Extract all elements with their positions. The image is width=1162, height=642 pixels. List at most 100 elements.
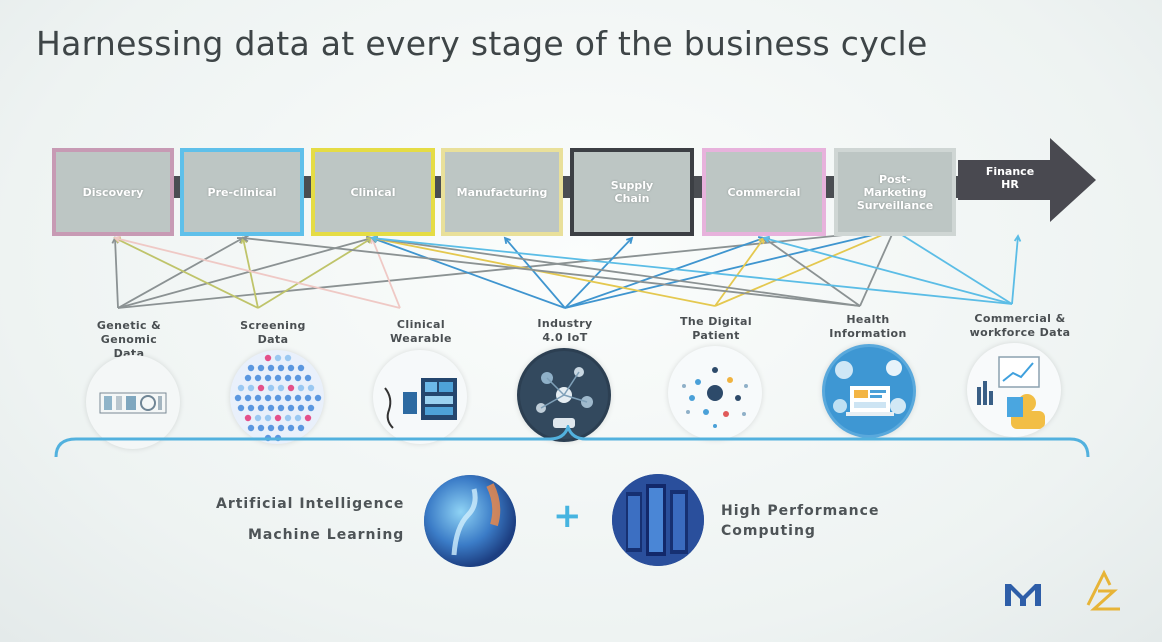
well-dot xyxy=(244,374,252,382)
well-dot xyxy=(277,424,285,432)
health-info-icon xyxy=(822,344,916,438)
well-dot xyxy=(254,394,262,402)
link-line xyxy=(763,237,1013,305)
stage-label: Post- Marketing Surveillance xyxy=(856,172,934,212)
well-dot xyxy=(267,364,275,372)
patient-dot xyxy=(707,385,723,401)
source-label-health-info: Health Information xyxy=(829,313,907,340)
well-dot xyxy=(267,424,275,432)
well-dot xyxy=(284,394,292,402)
link-line xyxy=(763,237,861,307)
well-dot xyxy=(277,384,285,392)
link-arrowhead xyxy=(370,234,378,243)
stage-commercial: Commercial xyxy=(702,148,826,236)
patient-dot xyxy=(713,424,717,428)
link-line xyxy=(714,237,765,307)
well-dot xyxy=(264,354,272,362)
stage-supply-chain: Supply Chain xyxy=(570,148,694,236)
well-dot xyxy=(274,354,282,362)
well-dot xyxy=(247,404,255,412)
well-dot xyxy=(247,424,255,432)
well-dot xyxy=(287,424,295,432)
well-dot xyxy=(237,384,245,392)
patient-dot xyxy=(682,384,686,388)
source-label-iot: Industry 4.0 IoT xyxy=(537,317,593,344)
well-dot xyxy=(247,384,255,392)
well-dot xyxy=(264,394,272,402)
plus-sign: + xyxy=(553,496,582,536)
patient-dot xyxy=(723,411,729,417)
grouping-brace xyxy=(54,425,1090,458)
ai-ml-icon xyxy=(424,475,516,567)
screening-data-icon xyxy=(230,350,324,444)
link-line xyxy=(564,237,633,309)
well-dot xyxy=(267,384,275,392)
m-logo-icon xyxy=(1005,584,1041,606)
hpc-icon xyxy=(612,474,704,566)
well-dot xyxy=(287,364,295,372)
iot-icon xyxy=(517,348,611,442)
stage-label: Clinical xyxy=(350,185,396,199)
stage-label: Commercial xyxy=(727,185,801,199)
well-dot xyxy=(307,404,315,412)
well-dot xyxy=(274,374,282,382)
well-dot xyxy=(244,394,252,402)
well-dot xyxy=(254,414,262,422)
link-line xyxy=(893,229,1013,305)
stage-post-marketing-surveillance: Post- Marketing Surveillance xyxy=(834,148,956,236)
link-arrowhead xyxy=(503,236,511,245)
well-dot xyxy=(244,414,252,422)
well-dot xyxy=(297,364,305,372)
patient-dot xyxy=(703,409,709,415)
stage-label: Pre-clinical xyxy=(207,185,277,199)
well-dot xyxy=(297,384,305,392)
link-arrowhead xyxy=(626,236,634,245)
well-dot xyxy=(277,364,285,372)
well-dot xyxy=(257,384,265,392)
well-dot xyxy=(294,414,302,422)
ml-label: Machine Learning xyxy=(248,527,405,543)
ai-label: Artificial Intelligence xyxy=(216,496,405,512)
commercial-data-icon xyxy=(967,343,1061,437)
link-line xyxy=(242,237,861,307)
link-line xyxy=(117,229,895,309)
patient-dot xyxy=(742,412,746,416)
well-dot xyxy=(257,404,265,412)
well-dot xyxy=(277,404,285,412)
well-dot xyxy=(284,414,292,422)
well-dot xyxy=(254,374,262,382)
link-line xyxy=(564,229,895,309)
well-dot xyxy=(287,404,295,412)
wearable-icon xyxy=(373,350,467,444)
patient-dot xyxy=(695,379,701,385)
well-dot xyxy=(264,414,272,422)
well-dot xyxy=(284,354,292,362)
hpc-label-line1: High Performance xyxy=(721,503,880,519)
slide-title: Harnessing data at every stage of the bu… xyxy=(36,24,928,63)
link-line xyxy=(117,237,373,309)
genomic-data-icon xyxy=(86,355,180,449)
hpc-label-line2: Computing xyxy=(721,523,816,539)
source-label-wearable: Clinical Wearable xyxy=(390,318,452,345)
well-dot xyxy=(264,374,272,382)
link-line xyxy=(371,237,861,307)
well-dot xyxy=(314,394,322,402)
well-dot xyxy=(284,374,292,382)
link-arrowhead xyxy=(113,235,122,243)
stage-clinical: Clinical xyxy=(311,148,435,236)
link-line xyxy=(504,237,566,309)
well-dot xyxy=(304,414,312,422)
link-line xyxy=(114,237,119,309)
well-dot xyxy=(297,404,305,412)
az-logo-icon xyxy=(1086,569,1120,611)
link-arrowhead xyxy=(762,235,771,243)
link-line xyxy=(1011,235,1019,305)
stage-pre-clinical: Pre-clinical xyxy=(180,148,304,236)
patient-dot xyxy=(689,395,695,401)
well-dot xyxy=(267,404,275,412)
well-dot xyxy=(304,394,312,402)
link-line xyxy=(114,237,401,309)
well-dot xyxy=(304,374,312,382)
